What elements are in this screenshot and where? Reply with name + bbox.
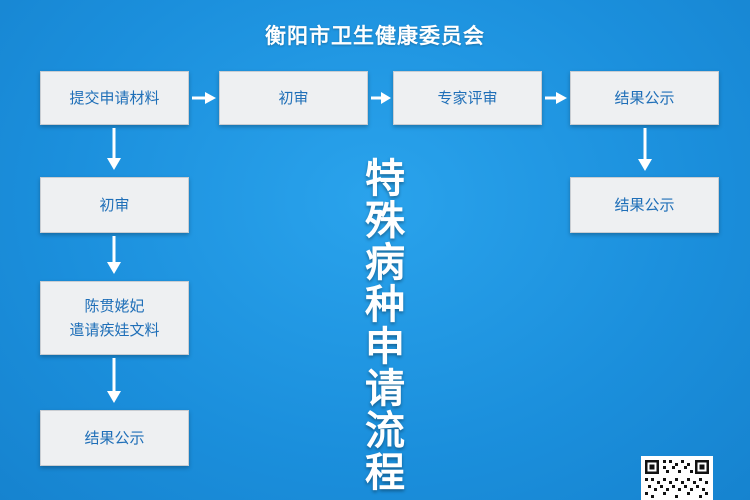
arrow-down-icon [107,128,121,170]
title-char: 流 [365,407,405,454]
arrow-down-icon [638,128,652,171]
step-label: 结果公示 [84,429,145,447]
step-label: 初审 [99,196,130,214]
step-label: 结果公示 [614,196,675,214]
arrow-down-icon [107,236,121,274]
step-left-supplement-materials: 陈贯姥妃 遣请疾娃文料 [40,281,189,355]
step-expert-review: 专家评审 [393,71,542,125]
vertical-title: 特 殊 病 种 申 请 流 程 [345,158,425,494]
step-label: 结果公示 [614,89,675,107]
title-char: 病 [365,239,405,286]
arrow-down-icon [107,358,121,403]
step-label-line-2: 遣请疾娃文料 [69,321,160,339]
title-char: 程 [365,449,405,496]
step-label: 初审 [278,89,309,107]
step-label: 提交申请材料 [69,89,160,107]
title-char: 殊 [365,197,405,244]
step-preliminary-review: 初审 [219,71,368,125]
arrow-right-icon [371,92,391,104]
title-char: 申 [365,323,405,370]
title-char: 特 [365,155,405,202]
step-left-preliminary-review: 初审 [40,177,189,233]
organization-title: 衡阳市卫生健康委员会 [265,24,485,48]
step-submit-materials: 提交申请材料 [40,71,189,125]
step-right-result-publicity: 结果公示 [570,177,719,233]
step-label: 专家评审 [437,89,498,107]
title-char: 请 [365,365,405,412]
step-result-publicity: 结果公示 [570,71,719,125]
step-left-result-publicity: 结果公示 [40,410,189,466]
qr-code-icon [641,456,713,500]
step-label-line-1: 陈贯姥妃 [84,297,145,315]
title-char: 种 [365,281,405,328]
arrow-right-icon [192,92,216,104]
arrow-right-icon [545,92,567,104]
